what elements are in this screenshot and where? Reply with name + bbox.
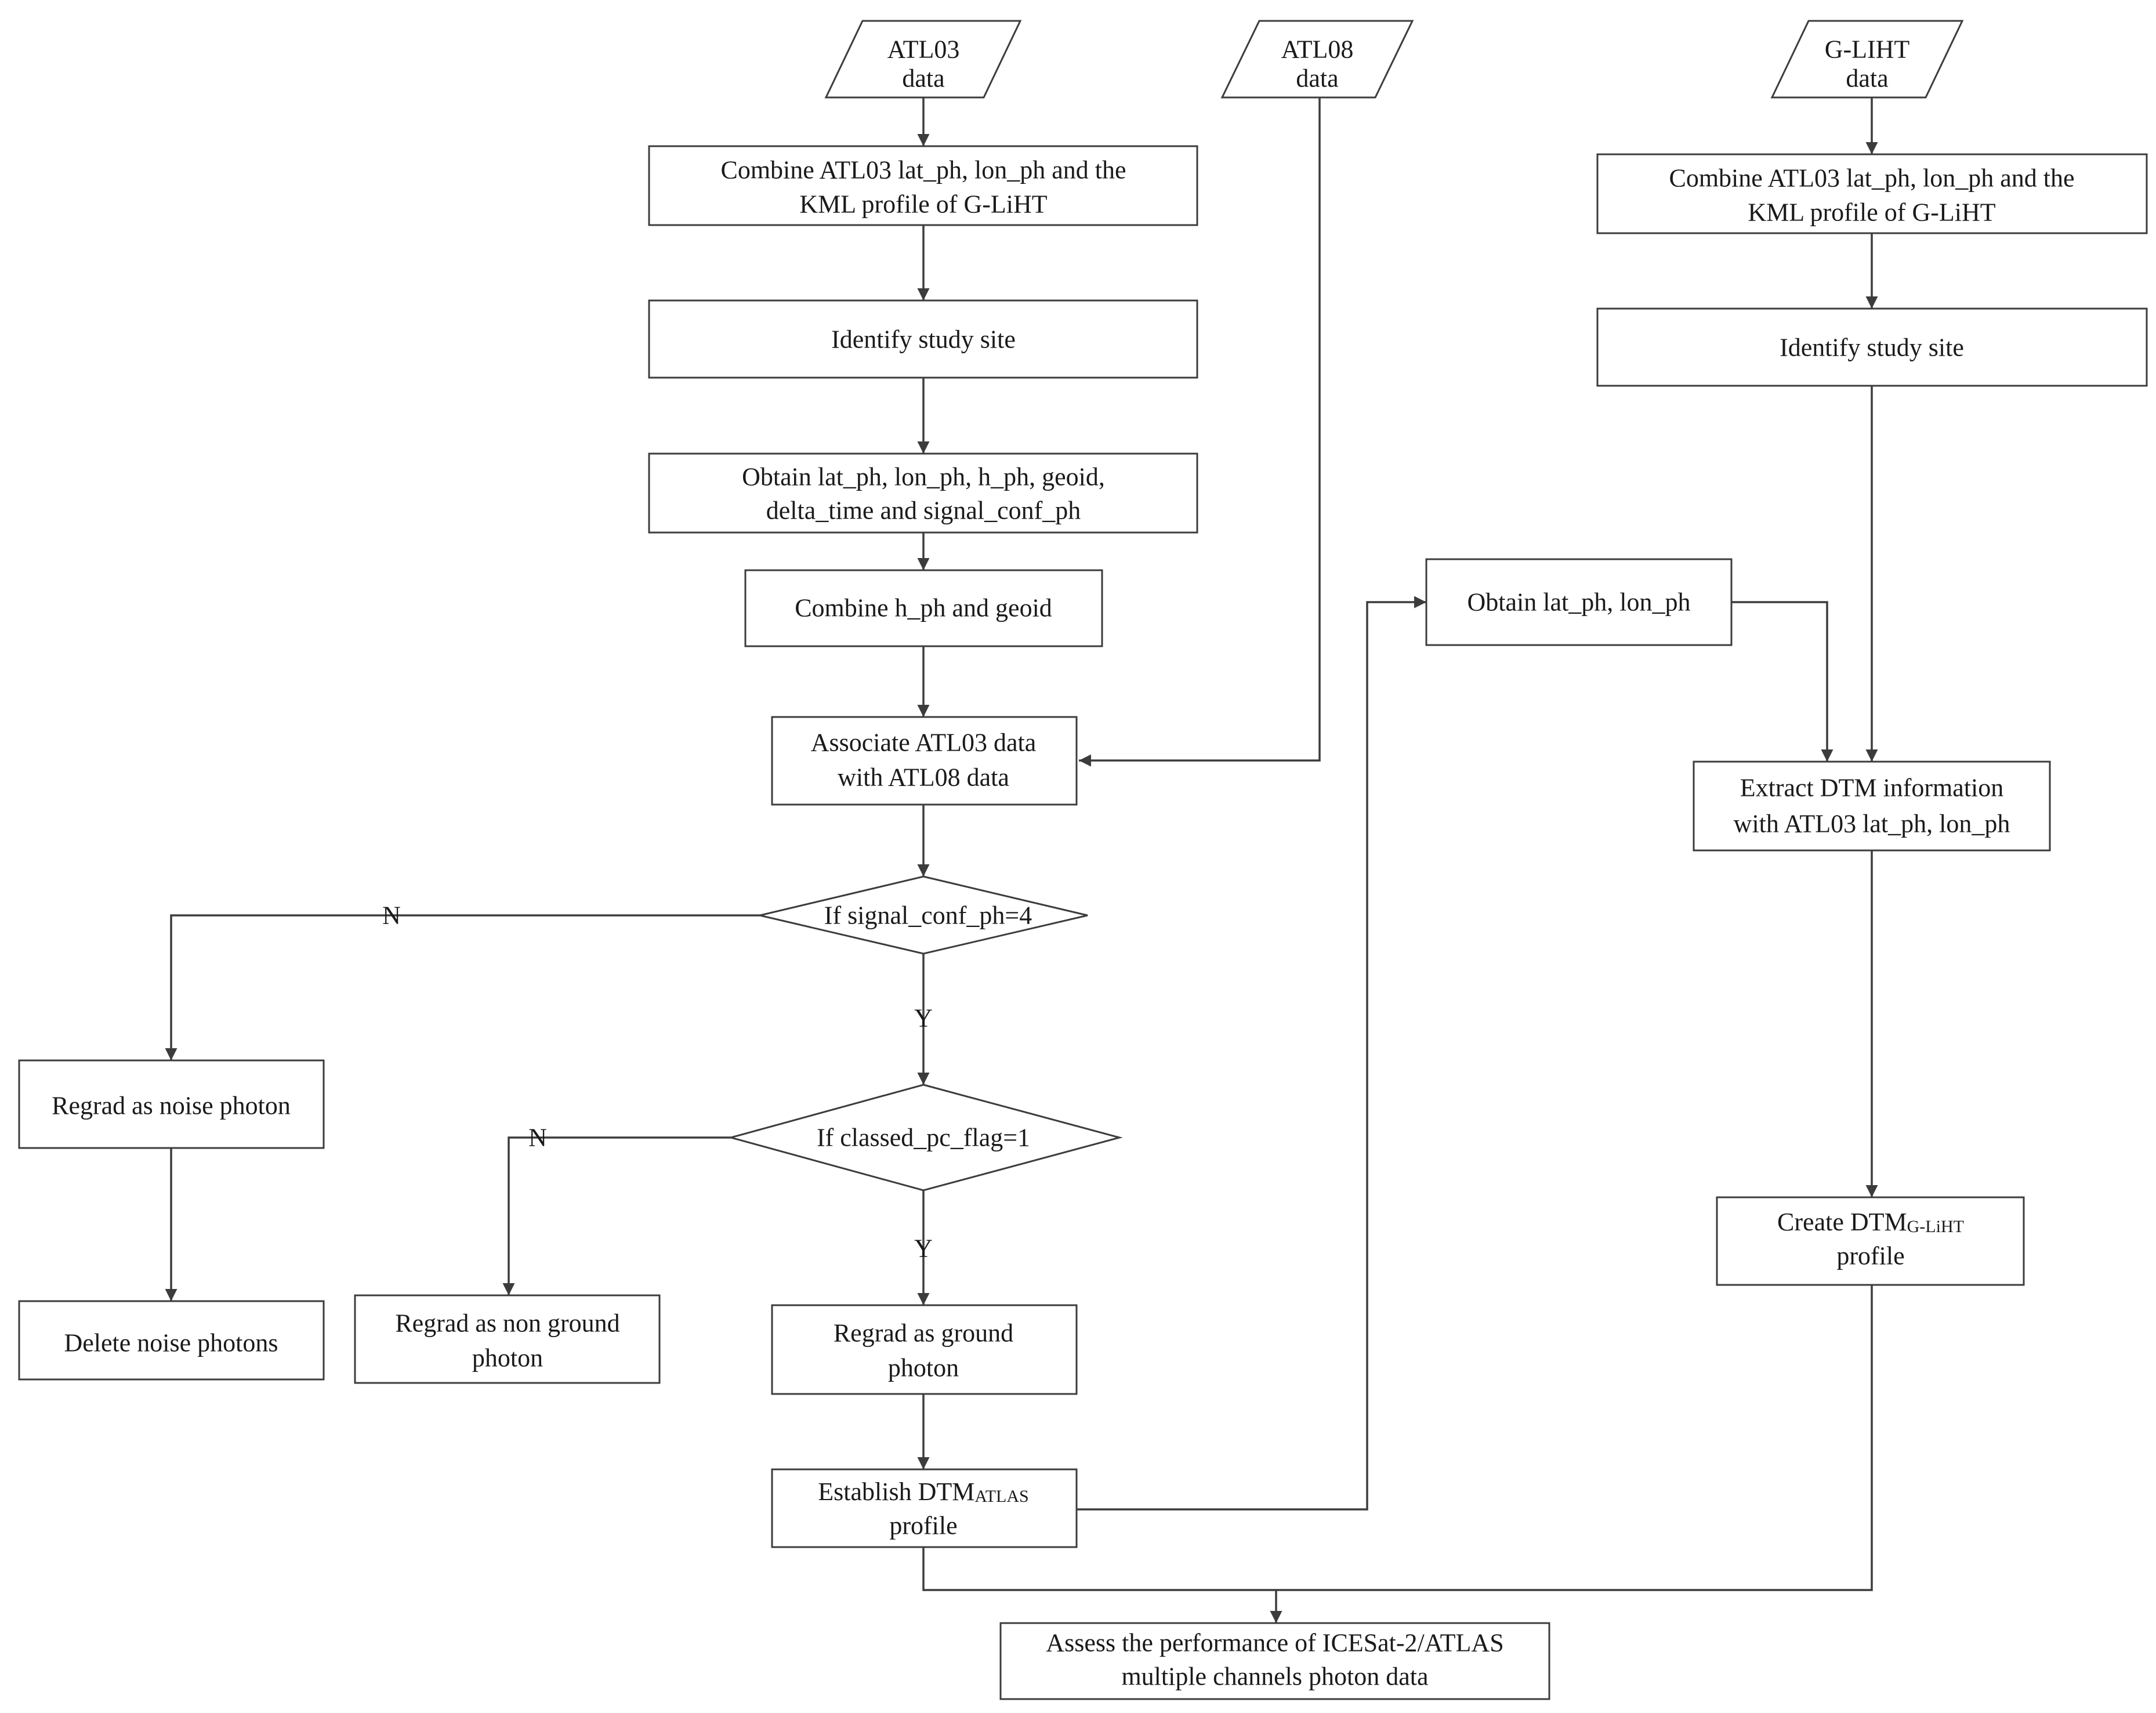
assess-line2: multiple channels photon data [1121,1663,1428,1691]
create-dtm-subscript: G-LiHT [1907,1217,1964,1236]
obtain-latlon-node [1425,558,1733,646]
extract-dtm-node [1693,760,2051,852]
combine-kml-right-line1: Combine ATL03 lat_ph, lon_ph and the [1669,164,2074,193]
combine-hph-node [744,569,1103,647]
if-classed-decision [727,1084,1123,1192]
noise-photon-label: Regrad as noise photon [52,1092,291,1120]
combine-kml-left-line1: Combine ATL03 lat_ph, lon_ph and the [720,156,1126,184]
atl03-data-node [824,20,1022,99]
associate-line1: Associate ATL03 data [811,729,1037,757]
identify-site-right-label: Identify study site [1780,334,1964,362]
establish-dtm-subscript: ATLAS [974,1487,1028,1506]
if-signal-decision [759,875,1088,955]
atl08-data-node [1220,20,1414,99]
establish-dtm-line2: profile [889,1512,957,1540]
combine-kml-right-node [1596,153,2148,234]
noise-photon-node [18,1059,325,1149]
arrow-if-signal-no [165,914,760,1060]
edge-label-classed-no: N [528,1124,547,1152]
obtain-params-line2: delta_time and signal_conf_ph [766,497,1081,525]
edge-label-signal-no: N [382,901,401,930]
identify-site-left-label: Identify study site [831,325,1016,354]
associate-node [771,716,1078,806]
create-dtm-main: Create DTM [1777,1208,1907,1236]
obtain-latlon-label: Obtain lat_ph, lon_ph [1467,588,1691,617]
extract-dtm-line2: with ATL03 lat_ph, lon_ph [1734,810,2010,838]
edge-label-classed-yes: Y [914,1234,933,1263]
establish-dtm-main: Establish DTM [818,1477,974,1506]
arrow-obtain-latlon-to-extract [1731,601,1833,762]
combine-kml-left-node [648,145,1198,226]
gliht-data-line2: data [1846,64,1888,93]
assess-node [999,1622,1550,1700]
if-classed-label: If classed_pc_flag=1 [817,1124,1030,1152]
obtain-params-line1: Obtain lat_ph, lon_ph, h_ph, geoid, [742,463,1105,491]
edge-label-signal-yes: Y [914,1004,933,1033]
combine-kml-left-line2: KML profile of G-LiHT [799,190,1047,219]
atl03-data-line2: data [902,64,944,93]
establish-dtm-node [771,1468,1078,1548]
non-ground-node [354,1294,661,1384]
identify-site-left-node [648,299,1198,379]
ground-node [771,1304,1078,1395]
arrow-if-classed-no [502,1136,731,1295]
combine-kml-right-line2: KML profile of G-LiHT [1748,198,1995,227]
arrow-atl08-to-associate [1079,97,1321,767]
create-dtm-line1: Create DTMG-LiHT [1777,1208,1964,1236]
combine-hph-label: Combine h_ph and geoid [795,594,1052,622]
shapes [18,20,2148,1700]
create-dtm-node [1716,1196,2025,1286]
ground-line2: photon [888,1354,959,1382]
line-establish-down [922,1285,1873,1591]
establish-dtm-line1: Establish DTMATLAS [818,1477,1028,1506]
if-signal-label: If signal_conf_ph=4 [824,901,1032,930]
gliht-data-line1: G-LIHT [1825,35,1910,64]
atl08-data-line1: ATL08 [1281,35,1354,64]
connectors [165,97,1878,1623]
gliht-data-node [1770,20,1964,99]
arrow-establish-to-obtain-latlon [1077,596,1426,1511]
delete-noise-label: Delete noise photons [64,1329,278,1357]
labels: ATL03 data ATL08 data G-LIHT data Combin… [52,35,2074,1691]
atl03-data-line1: ATL03 [887,35,960,64]
assess-line1: Assess the performance of ICESat-2/ATLAS [1046,1629,1503,1657]
non-ground-line2: photon [472,1344,543,1372]
extract-dtm-line1: Extract DTM information [1740,774,2004,802]
identify-site-right-node [1596,307,2148,387]
associate-line2: with ATL08 data [838,763,1009,792]
non-ground-line1: Regrad as non ground [395,1309,619,1338]
delete-noise-node [18,1300,325,1381]
ground-line1: Regrad as ground [834,1319,1013,1348]
create-dtm-line2: profile [1836,1242,1904,1270]
obtain-params-node [648,452,1198,534]
atl08-data-line2: data [1296,64,1338,93]
